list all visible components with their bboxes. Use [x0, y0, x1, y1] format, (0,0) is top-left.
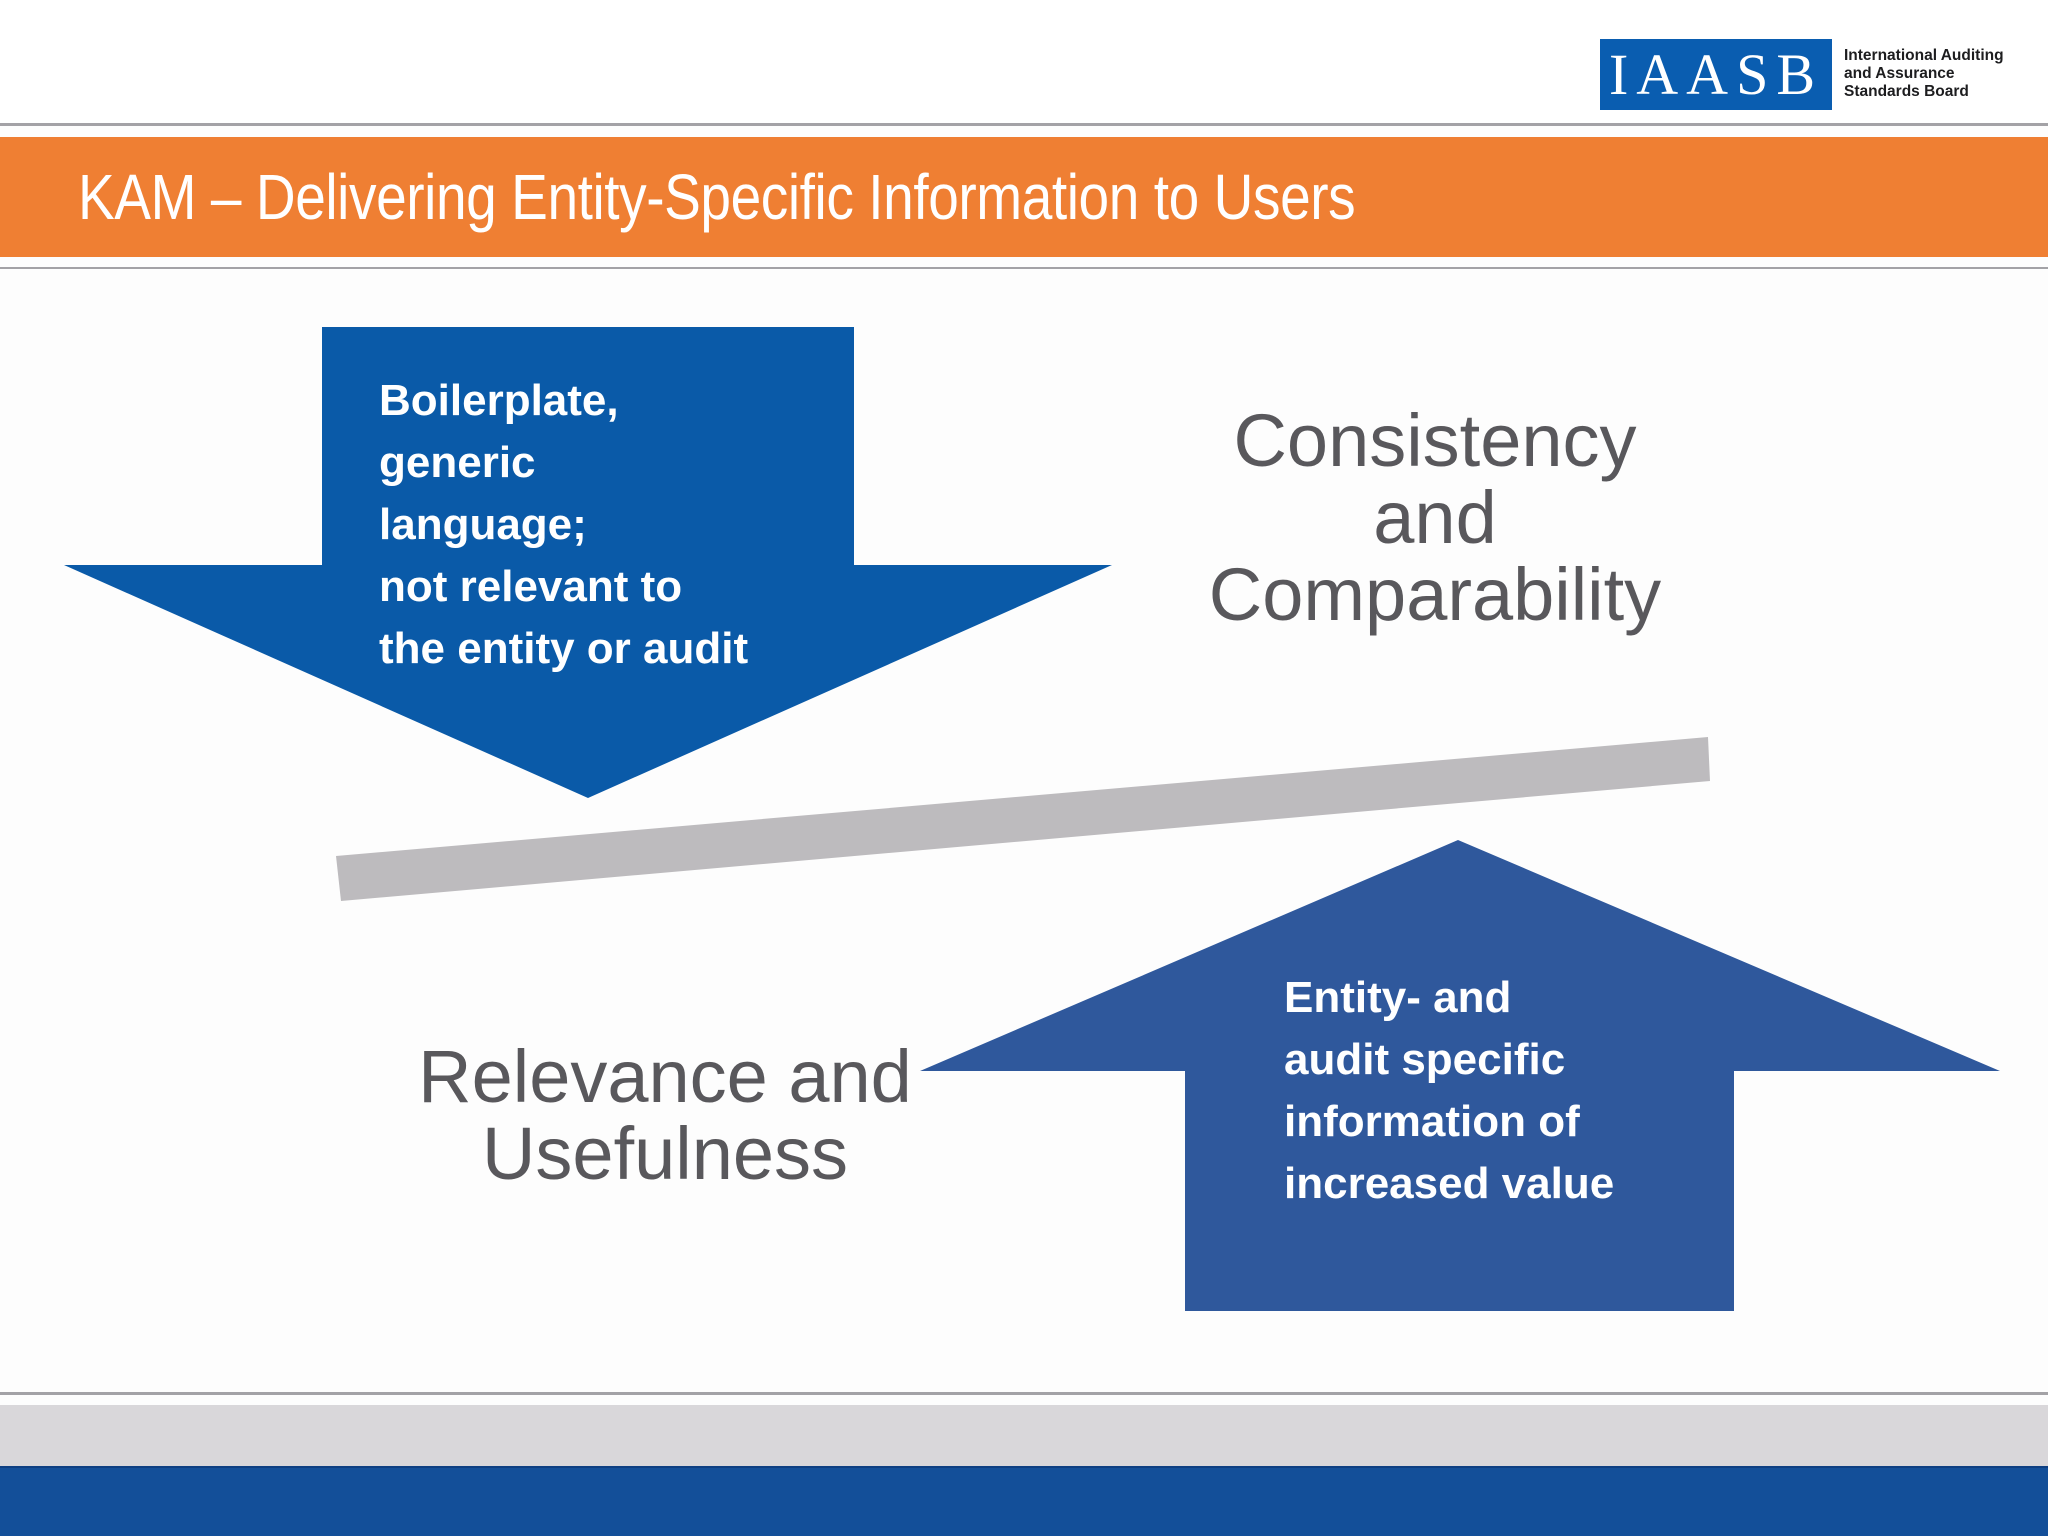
label-line: Consistency [1233, 399, 1637, 482]
down-arrow-line: not relevant to [379, 562, 683, 611]
iaasb-logo-name: International Auditing and Assurance Sta… [1844, 47, 2044, 101]
footer-blue-band [0, 1466, 2048, 1536]
down-arrow-label: Boilerplate, generic language; not relev… [379, 370, 899, 680]
label-line: Relevance and [418, 1035, 912, 1118]
title-divider [0, 267, 2048, 269]
up-arrow-line: increased value [1284, 1159, 1615, 1208]
iaasb-logo-mark: IAASB [1600, 39, 1832, 110]
up-arrow-icon [920, 840, 2000, 1311]
header-divider [0, 123, 2048, 126]
logo-name-line: International Auditing [1844, 47, 2004, 64]
label-line: Usefulness [481, 1112, 849, 1195]
up-arrow-label: Entity- and audit specific information o… [1284, 967, 1804, 1215]
down-arrow-line: language; [379, 500, 587, 549]
down-arrow-icon [64, 327, 1112, 798]
consistency-comparability-label: Consistency and Comparability [1100, 402, 1770, 633]
footer-divider [0, 1392, 2048, 1395]
down-arrow-line: Boilerplate, [379, 376, 619, 425]
relevance-usefulness-label: Relevance and Usefulness [400, 1038, 930, 1192]
up-arrow-line: information of [1284, 1097, 1580, 1146]
logo-name-line: Standards Board [1844, 83, 1969, 100]
label-line: and [1373, 476, 1497, 559]
footer-gray-band [0, 1405, 2048, 1466]
down-arrow-line: generic [379, 438, 536, 487]
slide-title: KAM – Delivering Entity-Specific Informa… [78, 161, 1356, 233]
balance-beam [336, 737, 1710, 901]
up-arrow-line: audit specific [1284, 1035, 1566, 1084]
up-arrow-line: Entity- and [1284, 973, 1512, 1022]
logo-name-line: and Assurance [1844, 65, 1955, 82]
down-arrow-line: the entity or audit [379, 624, 749, 673]
label-line: Comparability [1208, 553, 1662, 636]
title-band [0, 137, 2048, 257]
